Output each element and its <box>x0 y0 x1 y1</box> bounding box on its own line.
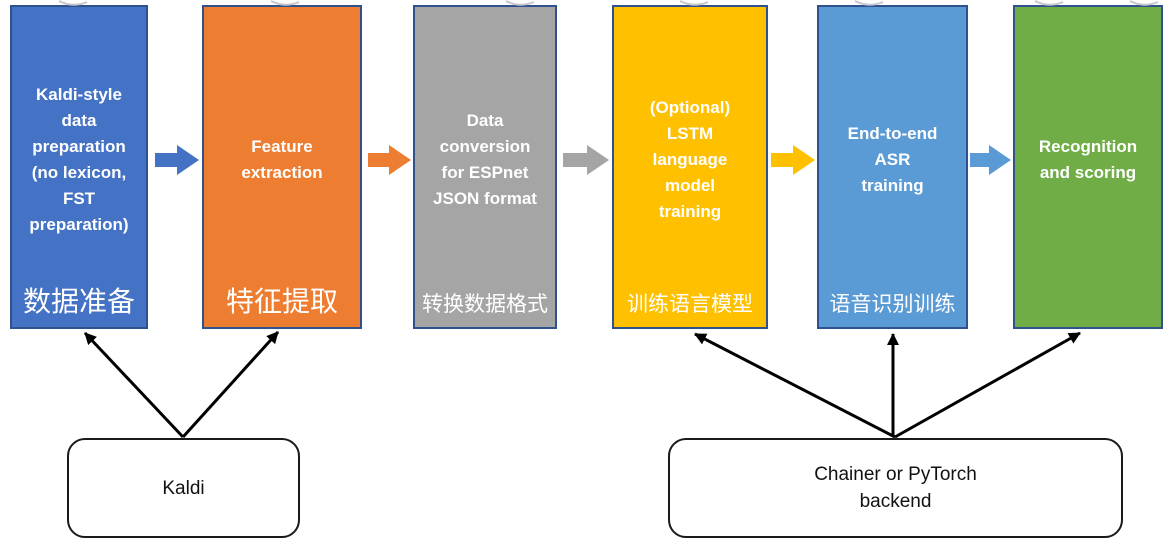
box-english-label: Kaldi-style data preparation (no lexicon… <box>29 85 129 234</box>
pipeline-box-asr-training: End-to-end ASR training 语音识别训练 <box>817 5 968 329</box>
box-english-label: Data conversion for ESPnet JSON format <box>433 111 537 208</box>
backend-label: Chainer or PyTorch backend <box>814 464 977 512</box>
box-english-label: Recognition and scoring <box>1038 137 1138 182</box>
box-chinese-label: 数据准备 <box>22 286 135 317</box>
flow-arrow-3 <box>563 145 609 175</box>
box-english-label: (Optional) LSTM language model training <box>649 98 731 221</box>
connector-backend-to-recognition <box>894 331 1081 439</box>
backend-box-chainer-pytorch: Chainer or PyTorch backend <box>668 438 1123 538</box>
backend-box-kaldi: Kaldi <box>67 438 300 538</box>
flow-arrow-2 <box>368 145 411 175</box>
connector-kaldi-to-data-preparation <box>83 331 185 439</box>
pipeline-box-recognition-scoring: Recognition and scoring <box>1013 5 1163 329</box>
flow-arrow-4 <box>771 145 815 175</box>
box-chinese-label: 训练语言模型 <box>627 293 753 316</box>
pipeline-box-data-preparation: Kaldi-style data preparation (no lexicon… <box>10 5 148 329</box>
pipeline-box-feature-extraction: Feature extraction 特征提取 <box>202 5 362 329</box>
box-english-label: End-to-end ASR training <box>847 124 938 195</box>
box-english-label: Feature extraction <box>241 137 323 182</box>
box-chinese-label: 特征提取 <box>225 286 338 317</box>
flow-arrow-1 <box>155 145 199 175</box>
box-chinese-label: 语音识别训练 <box>829 293 956 316</box>
pipeline-box-data-conversion: Data conversion for ESPnet JSON format 转… <box>413 5 557 329</box>
flow-arrow-5 <box>970 145 1011 175</box>
connector-backend-to-lm-training <box>694 332 896 439</box>
backend-label: Kaldi <box>162 477 205 499</box>
connector-kaldi-to-feature-extraction <box>181 330 280 439</box>
pipeline-box-lm-training: (Optional) LSTM language model training … <box>612 5 768 329</box>
box-chinese-label: 转换数据格式 <box>422 293 548 316</box>
